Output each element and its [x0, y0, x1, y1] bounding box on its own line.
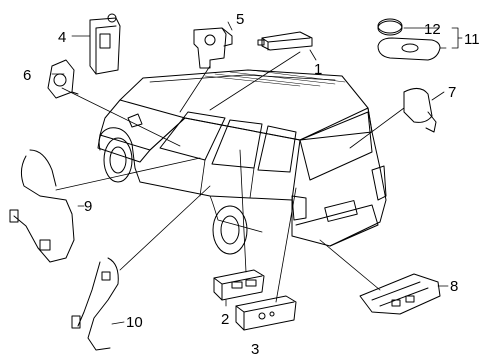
callout-9: 9 [84, 198, 92, 215]
callout-5: 5 [236, 11, 244, 28]
part-10-harness [71, 257, 119, 351]
callout-7: 7 [448, 84, 456, 101]
part-1-antenna [257, 31, 313, 51]
part-11-key-fob [377, 37, 441, 61]
part-8-module [359, 273, 441, 315]
callout-6: 6 [23, 67, 31, 84]
leader-lines [51, 21, 463, 325]
part-3-module [235, 295, 297, 331]
part-4-sensor [89, 13, 121, 75]
callout-8: 8 [450, 278, 458, 295]
part-6-buzzer [47, 59, 79, 99]
part-7-sensor [403, 88, 437, 133]
part-2-receiver [213, 269, 265, 301]
callout-11: 11 [464, 31, 480, 48]
suv-illustration [97, 69, 387, 255]
callout-numbers: 1 2 3 4 5 6 7 8 9 10 11 12 [23, 11, 480, 358]
callout-10: 10 [126, 314, 143, 331]
callout-3: 3 [251, 341, 259, 358]
callout-12: 12 [424, 21, 441, 38]
part-12-battery [377, 18, 403, 36]
callout-2: 2 [221, 311, 229, 328]
callout-4: 4 [58, 29, 66, 46]
part-9-harness [9, 149, 75, 263]
part-5-bracket [193, 27, 233, 69]
callout-1: 1 [314, 61, 322, 78]
